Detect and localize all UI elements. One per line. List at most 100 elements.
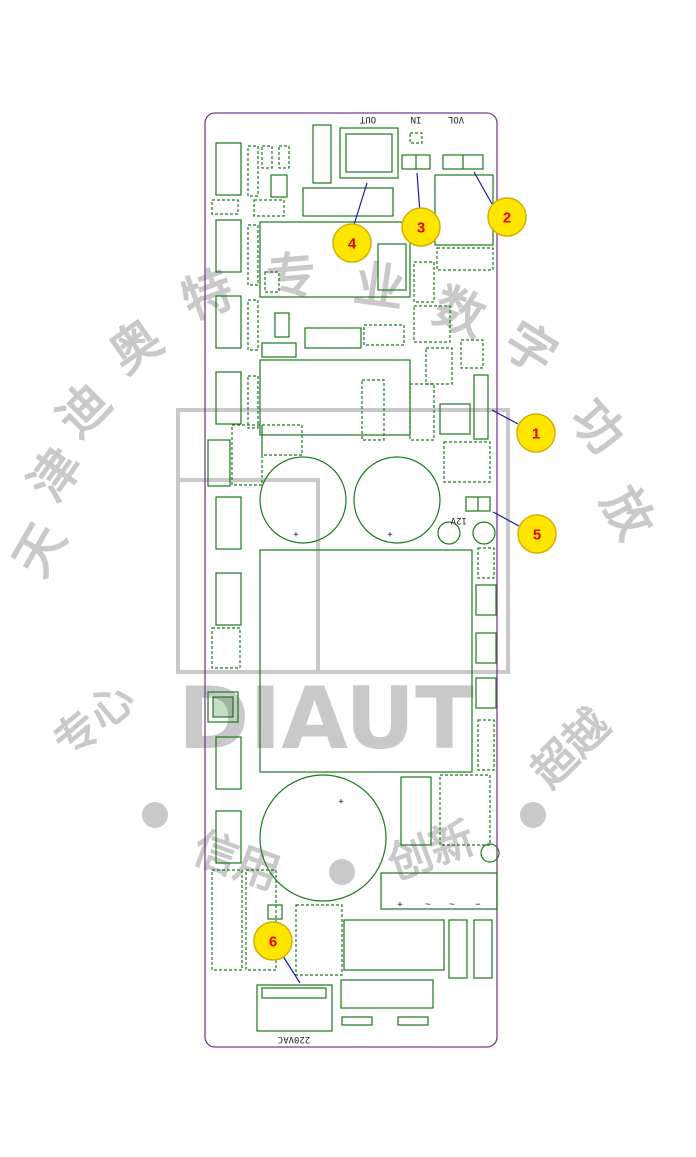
bottom-pad-2 bbox=[397, 1016, 429, 1026]
wm-char-0: 天 bbox=[2, 514, 77, 586]
marker-2-label: 2 bbox=[503, 210, 511, 227]
left-part-2 bbox=[215, 219, 242, 273]
out-connector bbox=[339, 127, 399, 179]
watermark-right-phrase: 超越 bbox=[522, 699, 621, 798]
small-cap-1 bbox=[437, 521, 461, 545]
label-in: IN bbox=[411, 114, 422, 124]
left-part-1 bbox=[215, 142, 242, 196]
label-rect-plus: + bbox=[397, 900, 403, 910]
right-strip-3 bbox=[475, 677, 497, 709]
callouts bbox=[280, 171, 520, 984]
top-resistor bbox=[312, 124, 332, 184]
left-part-6 bbox=[215, 572, 242, 626]
ac-connector bbox=[256, 984, 333, 1032]
wm-char-8: 字 bbox=[494, 311, 567, 387]
watermark-frame bbox=[176, 408, 510, 674]
fuse-2 bbox=[473, 919, 493, 979]
marker-4-label: 4 bbox=[348, 236, 357, 253]
filter-cap-2 bbox=[353, 456, 441, 544]
marker-3-label: 3 bbox=[417, 220, 425, 237]
leader-3 bbox=[416, 172, 421, 214]
fuse-block bbox=[343, 919, 445, 971]
left-small-1 bbox=[207, 439, 231, 487]
right-strip-2 bbox=[475, 632, 497, 664]
watermark-center-phrase-1: 信用 bbox=[186, 822, 286, 900]
right-strip-1 bbox=[475, 584, 497, 616]
label-rect-ac2: ~ bbox=[449, 900, 455, 910]
leader-2 bbox=[473, 171, 493, 205]
silkscreen-labels: OUT IN VOL 220VAC + ~ ~ − + + + 12V bbox=[278, 114, 482, 1044]
left-part-7 bbox=[215, 736, 242, 790]
label-cap-plus-3: + bbox=[338, 797, 344, 807]
left-small-2 bbox=[207, 691, 239, 723]
wm-char-10: 放 bbox=[590, 477, 665, 549]
watermark-dot-center bbox=[329, 859, 355, 885]
wm-char-1: 津 bbox=[17, 438, 93, 512]
left-part-5 bbox=[215, 496, 242, 550]
amp-chip-2 bbox=[377, 243, 407, 291]
wm-char-2: 迪 bbox=[45, 372, 121, 448]
top-block bbox=[302, 187, 394, 217]
watermark-left-phrase: 专心 bbox=[44, 673, 144, 769]
label-ac-in: 220VAC bbox=[278, 1034, 311, 1044]
amp-chip-3 bbox=[270, 174, 288, 198]
small-cap-3 bbox=[480, 843, 500, 863]
filter-cap-1 bbox=[259, 456, 347, 544]
relay-1 bbox=[439, 403, 471, 435]
wm-char-7: 数 bbox=[426, 277, 493, 349]
amp-module-1 bbox=[259, 221, 411, 298]
watermark: DIAUT 天 津 迪 奥 特 专 业 数 字 功 放 专心 超越 信用 创新 bbox=[2, 246, 665, 901]
label-reg: 12V bbox=[450, 515, 467, 525]
out-connector-inner bbox=[345, 133, 393, 173]
small-cap-2 bbox=[472, 521, 496, 545]
left-small-2-fill bbox=[212, 696, 234, 718]
main-cap bbox=[259, 774, 387, 902]
marker-5-label: 5 bbox=[533, 527, 541, 544]
marker-1: 1 bbox=[516, 413, 556, 453]
label-cap-plus-2: + bbox=[387, 530, 393, 540]
ac-small-chip bbox=[267, 904, 283, 920]
fuse-1 bbox=[448, 919, 468, 979]
wm-char-6: 业 bbox=[350, 254, 408, 318]
label-out: OUT bbox=[359, 114, 376, 124]
relay-1-long bbox=[473, 374, 489, 440]
marker-6-label: 6 bbox=[269, 934, 277, 951]
marker-6: 6 bbox=[253, 921, 293, 961]
marker-4: 4 bbox=[332, 223, 372, 263]
left-part-8 bbox=[215, 810, 242, 864]
smd-pads bbox=[211, 132, 495, 976]
watermark-brand: DIAUT bbox=[178, 669, 474, 769]
label-rect-minus: − bbox=[475, 900, 481, 910]
leader-1 bbox=[491, 409, 519, 425]
amp-chip-4 bbox=[274, 312, 290, 338]
wm-char-5: 专 bbox=[264, 246, 319, 308]
lower-part bbox=[400, 776, 432, 846]
bottom-block bbox=[340, 979, 434, 1009]
leader-6 bbox=[280, 952, 301, 984]
components bbox=[207, 124, 500, 1032]
transformer bbox=[259, 549, 473, 773]
marker-1-label: 1 bbox=[532, 426, 540, 443]
marker-3: 3 bbox=[401, 207, 441, 247]
watermark-dot-left bbox=[142, 802, 168, 828]
bridge-rectifier bbox=[380, 872, 498, 910]
left-part-4 bbox=[215, 371, 242, 425]
watermark-dot-right bbox=[520, 802, 546, 828]
wm-char-9: 功 bbox=[559, 389, 636, 465]
wm-char-3: 奥 bbox=[99, 309, 173, 385]
vol-pot bbox=[434, 174, 494, 246]
marker-5: 5 bbox=[517, 514, 557, 554]
marker-2: 2 bbox=[487, 197, 527, 237]
bottom-pad-1 bbox=[341, 1016, 373, 1026]
leader-5 bbox=[492, 511, 520, 527]
left-part-3 bbox=[215, 295, 242, 349]
ac-connector-pins bbox=[261, 987, 327, 999]
label-vol: VOL bbox=[448, 114, 464, 124]
board-outline bbox=[204, 112, 498, 1048]
amp-module-2 bbox=[259, 359, 411, 436]
amp-chip-1 bbox=[304, 327, 362, 349]
label-rect-ac1: ~ bbox=[425, 900, 431, 910]
label-cap-plus-1: + bbox=[293, 530, 299, 540]
watermark-frame-inner bbox=[176, 478, 320, 674]
